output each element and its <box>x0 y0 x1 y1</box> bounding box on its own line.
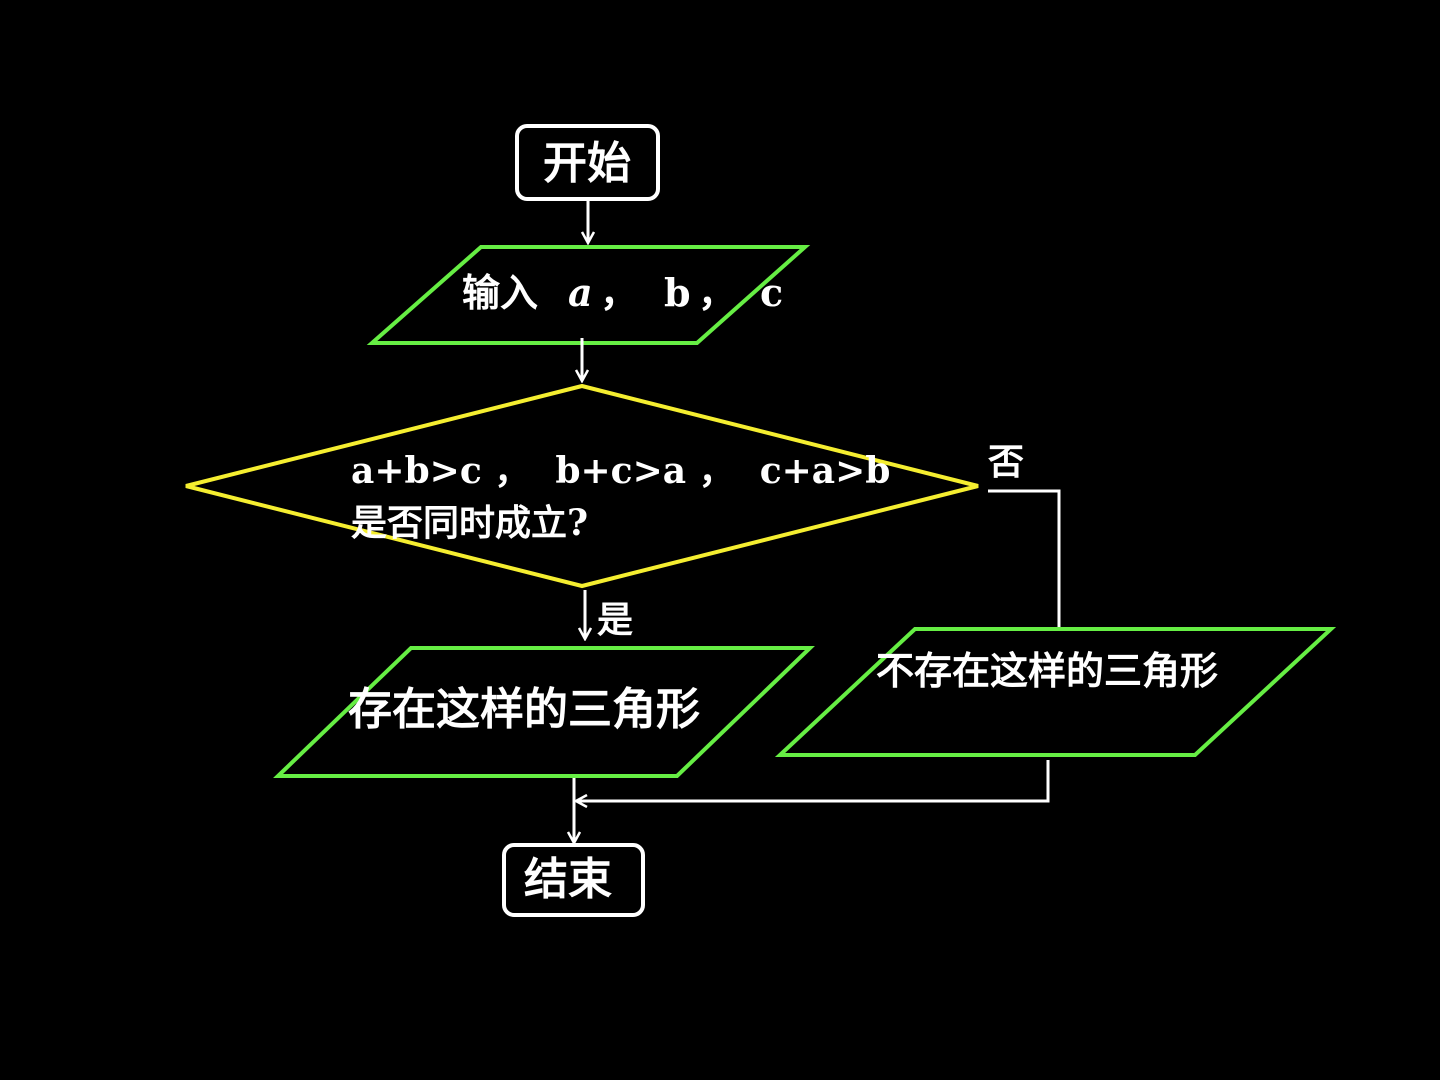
input-var-c: c <box>760 270 783 315</box>
decision-node: a+b>c ， b+c>a ， c+a>b 是否同时成立? <box>185 383 979 589</box>
decision-condition: a+b>c ， b+c>a ， c+a>b <box>351 450 890 492</box>
no-label: 否 <box>988 441 1024 483</box>
end-label: 结束 <box>524 854 612 905</box>
input-sep-1: ， <box>600 270 638 315</box>
input-node: 输入 a ， b ， c <box>366 245 811 345</box>
input-label: 输入 a ， b ， c <box>462 270 783 315</box>
start-label: 开始 <box>543 138 631 189</box>
input-prefix: 输入 <box>462 270 538 315</box>
output-no-label: 不存在这样的三角形 <box>876 648 1218 693</box>
input-sep-2: ， <box>698 270 736 315</box>
end-node: 结束 <box>502 843 645 917</box>
input-var-a: a <box>568 270 593 315</box>
output-yes-label: 存在这样的三角形 <box>348 684 700 735</box>
start-node: 开始 <box>515 124 660 201</box>
output-yes-node: 存在这样的三角形 <box>273 646 815 778</box>
input-var-b: b <box>664 270 691 315</box>
output-no-node: 不存在这样的三角形 <box>774 627 1337 757</box>
yes-label: 是 <box>597 599 633 641</box>
merge-connector <box>576 760 1050 801</box>
no-branch-connector <box>988 489 1061 630</box>
decision-question: 是否同时成立? <box>351 502 588 544</box>
